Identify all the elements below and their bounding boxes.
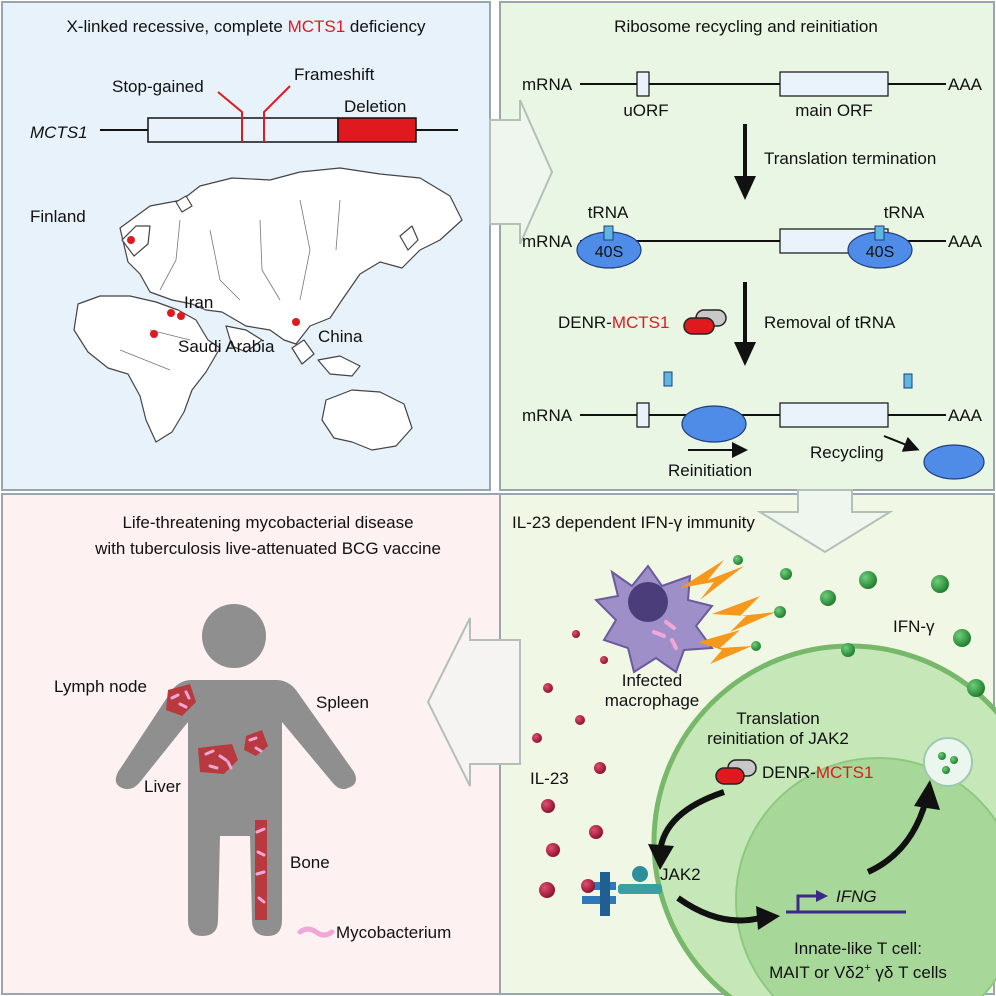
spleen-infection — [244, 730, 268, 756]
denr-mcts1-complex-top — [683, 309, 727, 335]
ribosome-40s-label-2: 40S — [866, 244, 894, 261]
finland-dot — [127, 236, 135, 244]
flow-arrow-down — [756, 489, 894, 554]
free-trna-2 — [903, 373, 913, 389]
il-23-molecules — [532, 630, 608, 898]
organ-lymph-node: Lymph node — [54, 677, 147, 696]
bl-title-line1: Life-threatening mycobacterial disease — [122, 513, 413, 532]
il-23-receptor — [581, 866, 662, 916]
curved-arrow-to-jak2 — [657, 789, 725, 853]
deletion-label: Deletion — [344, 97, 406, 116]
deletion-box — [337, 117, 417, 143]
ribosome-40s-label-1: 40S — [595, 244, 623, 261]
bl-title-line2: with tuberculosis live-attenuated BCG va… — [94, 539, 441, 558]
jak2-label: JAK2 — [660, 865, 701, 884]
ifn-gamma-label: IFN-γ — [893, 617, 935, 636]
frameshift-label: Frameshift — [294, 65, 375, 84]
recycled-ribosome — [923, 444, 985, 480]
frameshift-leader — [263, 85, 291, 118]
organ-bone: Bone — [290, 853, 330, 872]
free-trna-1 — [663, 371, 673, 387]
translation-reinitiation-label-2: reinitiation of JAK2 — [707, 729, 849, 748]
country-finland: Finland — [30, 207, 86, 226]
macrophage-label-2: macrophage — [605, 691, 700, 710]
aaa-label-1: AAA — [948, 75, 983, 94]
flow-arrow-left — [426, 617, 521, 787]
main-orf-label: main ORF — [795, 101, 872, 120]
flow-arrow-right — [489, 99, 554, 245]
iran-dot-1 — [167, 309, 175, 317]
lightning-icon-2 — [712, 596, 776, 632]
china-dot — [292, 318, 300, 326]
reinitiation-label: Reinitiation — [668, 461, 752, 480]
mrna-label-2: mRNA — [522, 232, 573, 251]
main-orf-box — [779, 71, 889, 97]
step-translation-termination: Translation termination — [764, 149, 936, 168]
legend-mycobacterium: Mycobacterium — [336, 923, 451, 942]
promoter-arrow-icon — [816, 890, 828, 902]
human-body-figure — [115, 604, 356, 936]
trna-label-2: tRNA — [884, 203, 925, 222]
curved-arrow-to-vesicle — [866, 799, 929, 875]
il-23-label: IL-23 — [530, 769, 569, 788]
organ-liver: Liver — [144, 777, 181, 796]
infected-macrophage — [593, 564, 714, 674]
jak2-icon — [632, 866, 648, 882]
bone-infection — [255, 820, 267, 920]
t-cell-label-1: Innate-like T cell: — [794, 939, 922, 958]
stop-gained-label: Stop-gained — [112, 77, 204, 96]
country-china: China — [318, 327, 363, 346]
tr-title: Ribosome recycling and reinitiation — [614, 17, 878, 36]
stop-gained-leader — [217, 91, 243, 118]
country-iran: Iran — [184, 293, 213, 312]
map-borders — [119, 199, 341, 371]
trna-label-1: tRNA — [588, 203, 629, 222]
t-cell-nucleus — [735, 757, 996, 996]
gene-name-label: MCTS1 — [30, 123, 88, 142]
denr-mcts1-label-top: DENR-MCTS1 — [558, 313, 669, 332]
lymph-node-infection — [166, 684, 196, 716]
arrow-to-ifng — [676, 895, 761, 924]
macrophage-label-1: Infected — [622, 671, 683, 690]
trna-box-2 — [874, 225, 885, 241]
saudi-arabia-dot — [150, 330, 158, 338]
reinitiating-ribosome — [681, 405, 747, 443]
denr-mcts1-label-bottom: DENR-MCTS1 — [762, 763, 873, 782]
t-cell-label-2: MAIT or Vδ2+ γδ T cells — [769, 962, 947, 982]
translation-reinitiation-label-1: Translation — [736, 709, 819, 728]
trna-box-1 — [603, 225, 614, 241]
world-map — [73, 167, 463, 451]
panel-top-right — [499, 1, 995, 491]
ifn-gamma-molecules — [733, 555, 985, 697]
ifn-vesicle — [923, 737, 973, 787]
aaa-label-3: AAA — [948, 406, 983, 425]
uorf-box — [636, 71, 650, 97]
denr-mcts1-complex-bottom — [715, 759, 757, 785]
lightning-icon-1 — [680, 560, 744, 600]
iran-dot-2 — [177, 312, 185, 320]
aaa-label-2: AAA — [948, 232, 983, 251]
mrna-label-3: mRNA — [522, 406, 573, 425]
mycobacterium-legend-icon — [297, 926, 335, 938]
uorf-label: uORF — [623, 101, 668, 120]
lightning-icon-3 — [698, 630, 752, 664]
mrna-label-1: mRNA — [522, 75, 573, 94]
br-title: IL-23 dependent IFN-γ immunity — [512, 513, 755, 532]
liver-infection — [198, 744, 238, 774]
tl-title: X-linked recessive, complete MCTS1 defic… — [66, 17, 426, 36]
organ-spleen: Spleen — [316, 693, 369, 712]
country-saudi-arabia: Saudi Arabia — [178, 337, 275, 356]
step-removal-of-trna: Removal of tRNA — [764, 313, 896, 332]
recycling-label: Recycling — [810, 443, 884, 462]
ifng-label: IFNG — [836, 887, 877, 906]
